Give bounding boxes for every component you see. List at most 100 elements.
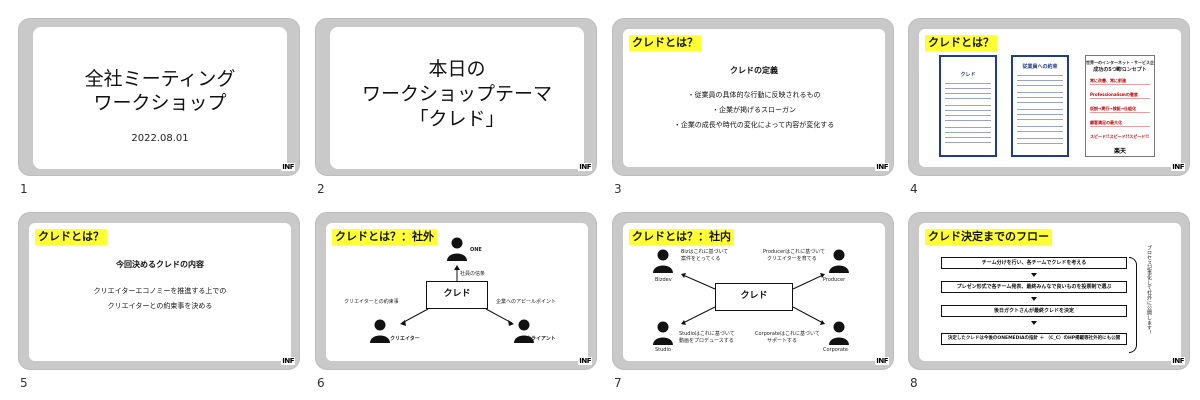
credo-poster-1: クレド: [939, 55, 997, 157]
slide-canvas: クレドとは？：社外 クレド ONE 社員の信条: [326, 223, 588, 361]
slide-thumbnail[interactable]: クレドとは？ クレドの定義 ・従業員の具体的な行動に反映されるもの ・企業が掲げ…: [612, 18, 894, 176]
flow-step-2: プレゼン形式で各チーム発表、最終みんなで良いものを投票制で選ぶ: [941, 281, 1127, 293]
poster-item-5: スピード!!スピード!!スピード!!: [1090, 134, 1149, 139]
studio-text-2: 動画をプロデュースする: [679, 338, 734, 344]
credo-center-box: クレド: [426, 281, 488, 309]
person-icon: [653, 249, 673, 273]
slide-number: 2: [317, 182, 325, 196]
bullet-1: ・従業員の具体的な行動に反映されるもの: [687, 91, 821, 99]
slide-canvas: 全社ミーティング ワークショップ 2022.08.01: [33, 27, 287, 169]
slide-heading: クレドとは？: [35, 229, 107, 245]
corporate-label: Corporate: [823, 347, 848, 353]
producer-text-1: Producerはこれに基づいて: [763, 249, 826, 255]
inf-logo: INF: [875, 163, 889, 171]
corporate-text-2: サポートする: [767, 338, 798, 344]
slide-heading: クレドとは？: [629, 35, 701, 51]
slide-title-line-2: ワークショップ: [93, 92, 227, 114]
slide-8[interactable]: クレド決定までのフロー チーム分けを行い、各チームでクレドを考える プレゼン形式…: [908, 212, 1190, 400]
slide-3[interactable]: クレドとは？ クレドの定義 ・従業員の具体的な行動に反映されるもの ・企業が掲げ…: [612, 18, 894, 208]
slide-thumbnail[interactable]: クレドとは？：社外 クレド ONE 社員の信条: [315, 212, 597, 370]
slide-canvas: クレドとは？：社内 クレド Bizdev Bizはこれに基づいて: [623, 223, 885, 361]
right-label: クライアント: [526, 336, 556, 342]
left-label: クリエイター: [390, 336, 420, 342]
slide-canvas: クレドとは？ 今回決めるクレドの内容 クリエイターエコノミーを推進する上での ク…: [29, 223, 291, 361]
content-line-1: クリエイターエコノミーを推進する上での: [93, 287, 227, 295]
slide-heading: クレド決定までのフロー: [925, 229, 1052, 245]
poster-item-1: 常に改善、常に前進: [1090, 78, 1126, 83]
inf-logo: INF: [578, 357, 592, 365]
poster-item-3: 仮説→実行→検証→仕組化: [1090, 106, 1137, 111]
diagram-lines: [400, 265, 514, 326]
poster-title: クレド: [960, 72, 976, 78]
slide-title-line-1: 本日の: [428, 58, 486, 80]
right-caption: 企業へのアピールポイント: [496, 299, 557, 305]
inf-logo: INF: [1171, 163, 1185, 171]
slide-title-line-3: 「クレド」: [409, 108, 505, 130]
top-label: ONE: [470, 247, 482, 253]
slide-number: 5: [20, 376, 28, 390]
poster-item-2: Professionalismの徹底: [1090, 92, 1138, 97]
poster-brand: 楽天: [1113, 148, 1126, 155]
diagram-lines: [681, 273, 825, 325]
flow-step-4: 決定したクレドは今後のONEMEDIAの指針 ＋ （C_C）のHP掲載等社外的に…: [941, 333, 1127, 345]
left-caption: クリエイターとの約束事: [344, 299, 399, 305]
slide-title-line-2: ワークショップテーマ: [361, 83, 552, 105]
slide-number: 1: [20, 182, 28, 196]
bizdev-label: Bizdev: [655, 277, 672, 283]
side-note: プロセス記事化して社外に公開します！: [1146, 245, 1152, 335]
corporate-text-1: Corporateはこれに基づいて: [755, 331, 820, 337]
slide-5[interactable]: クレドとは？ 今回決めるクレドの内容 クリエイターエコノミーを推進する上での ク…: [18, 212, 300, 400]
flow-arrow: [1031, 297, 1037, 301]
slide-canvas: 本日の ワークショップテーマ 「クレド」: [330, 27, 584, 169]
slide-thumbnail[interactable]: クレドとは？ 今回決めるクレドの内容 クリエイターエコノミーを推進する上での ク…: [18, 212, 300, 370]
studio-text-1: Studioはこれに基づいて: [679, 331, 735, 337]
flow-arrow: [1031, 273, 1037, 277]
slide-subheading: クレドの定義: [730, 66, 778, 75]
slide-number: 8: [910, 376, 918, 390]
slide-subheading: 今回決めるクレドの内容: [116, 260, 204, 269]
slide-heading: クレドとは？：社外: [332, 229, 437, 245]
poster-title-1: 世界一のインターネット・サービス企業へ: [1086, 60, 1154, 71]
studio-label: Studio: [655, 347, 671, 353]
slide-canvas: クレド決定までのフロー チーム分けを行い、各チームでクレドを考える プレゼン形式…: [919, 223, 1181, 361]
producer-text-2: クリエイターを育てる: [767, 256, 817, 262]
slide-number: 4: [910, 182, 918, 196]
slide-heading: クレドとは？：社内: [629, 229, 734, 245]
inf-logo: INF: [578, 163, 592, 171]
credo-poster-3: 世界一のインターネット・サービス企業へ 成功の5つのコンセプト 常に改善、常に前…: [1085, 55, 1155, 157]
slide-canvas: クレドとは？ クレド 従業員への約束: [919, 29, 1181, 167]
slide-1[interactable]: 全社ミーティング ワークショップ 2022.08.01 INF 1: [18, 18, 300, 208]
slide-thumbnail[interactable]: クレド決定までのフロー チーム分けを行い、各チームでクレドを考える プレゼン形式…: [908, 212, 1190, 370]
producer-label: Producer: [823, 277, 846, 283]
person-icon: [653, 321, 673, 345]
bizdev-text-1: Bizはこれに基づいて: [681, 249, 729, 255]
credo-center-box: クレド: [715, 283, 793, 311]
slide-thumbnail[interactable]: クレドとは？：社内 クレド Bizdev Bizはこれに基づいて: [612, 212, 894, 370]
person-icon: [447, 237, 467, 261]
inf-logo: INF: [875, 357, 889, 365]
inf-logo: INF: [1171, 357, 1185, 365]
inf-logo: INF: [281, 163, 295, 171]
flow-step-1: チーム分けを行い、各チームでクレドを考える: [941, 257, 1127, 269]
credo-poster-2: 従業員への約束: [1011, 55, 1069, 157]
flow-step-3: 後日ガクトさんが最終クレドを決定: [941, 305, 1127, 317]
bullet-3: ・企業の成長や時代の変化によって内容が変化する: [673, 121, 835, 129]
slide-7[interactable]: クレドとは？：社内 クレド Bizdev Bizはこれに基づいて: [612, 212, 894, 400]
poster-item-4: 顧客満足の最大化: [1090, 120, 1122, 125]
flow-brace: [1129, 257, 1137, 353]
person-icon: [370, 319, 390, 343]
slide-2[interactable]: 本日の ワークショップテーマ 「クレド」 INF 2: [315, 18, 597, 208]
top-caption: 社員の信条: [460, 271, 486, 277]
slide-6[interactable]: クレドとは？：社外 クレド ONE 社員の信条: [315, 212, 597, 400]
slide-title-line-1: 全社ミーティング: [84, 68, 236, 90]
slide-thumbnail[interactable]: クレドとは？ クレド 従業員への約束: [908, 18, 1190, 176]
content-line-2: クリエイターとの約束事を決める: [107, 302, 213, 310]
slide-heading: クレドとは？: [925, 35, 997, 51]
slide-thumbnail[interactable]: 本日の ワークショップテーマ 「クレド」 INF: [315, 18, 597, 176]
person-icon: [514, 319, 534, 343]
poster-title-2: 成功の5つのコンセプト: [1093, 67, 1147, 73]
slide-thumbnail[interactable]: 全社ミーティング ワークショップ 2022.08.01 INF: [18, 18, 300, 176]
slide-4[interactable]: クレドとは？ クレド 従業員への約束: [908, 18, 1190, 208]
slide-number: 6: [317, 376, 325, 390]
